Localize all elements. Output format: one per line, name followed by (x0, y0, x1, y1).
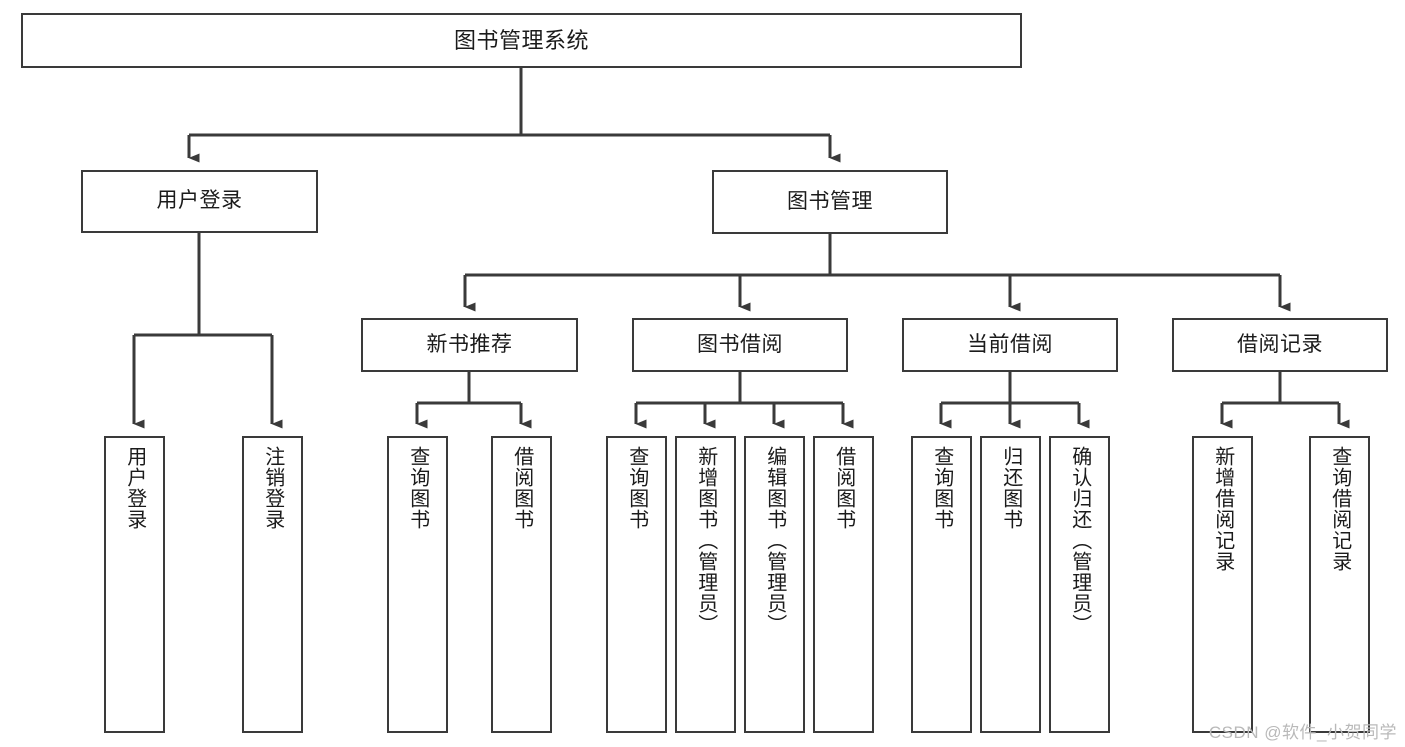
node-label: 归还图书 (999, 446, 1022, 530)
node-label: 用户登录 (123, 446, 146, 530)
node-book-borrow[interactable]: 图书借阅 (632, 318, 848, 372)
node-label: 图书借阅 (697, 332, 783, 356)
leaf-new-book-borrow[interactable]: 借阅图书 (491, 436, 552, 733)
node-label: 当前借阅 (967, 332, 1053, 356)
leaf-current-confirm-return[interactable]: 确认归还（管理员） (1049, 436, 1110, 733)
node-user-login[interactable]: 用户登录 (81, 170, 318, 233)
leaf-borrow-borrow-book[interactable]: 借阅图书 (813, 436, 874, 733)
leaf-borrow-query-book[interactable]: 查询图书 (606, 436, 667, 733)
node-label: 编辑图书（管理员） (763, 446, 786, 635)
node-label: 借阅记录 (1237, 332, 1323, 356)
node-root-system[interactable]: 图书管理系统 (21, 13, 1022, 68)
csdn-watermark: CSDN @软件_小贺同学 (1208, 723, 1397, 742)
node-label: 新增图书（管理员） (694, 446, 717, 635)
node-label: 查询图书 (406, 446, 429, 530)
node-book-management[interactable]: 图书管理 (712, 170, 948, 234)
leaf-borrow-add-book[interactable]: 新增图书（管理员） (675, 436, 736, 733)
node-new-book-recommend[interactable]: 新书推荐 (361, 318, 578, 372)
leaf-current-return-book[interactable]: 归还图书 (980, 436, 1041, 733)
node-label: 确认归还（管理员） (1068, 446, 1091, 635)
node-label: 借阅图书 (832, 446, 855, 530)
leaf-record-add[interactable]: 新增借阅记录 (1192, 436, 1253, 733)
node-label: 借阅图书 (510, 446, 533, 530)
node-current-borrow[interactable]: 当前借阅 (902, 318, 1118, 372)
leaf-borrow-edit-book[interactable]: 编辑图书（管理员） (744, 436, 805, 733)
node-label: 查询借阅记录 (1328, 446, 1351, 572)
node-label: 新书推荐 (426, 332, 513, 356)
node-label: 查询图书 (625, 446, 648, 530)
node-label: 图书管理 (787, 189, 873, 213)
node-label: 查询图书 (930, 446, 953, 530)
node-borrow-record[interactable]: 借阅记录 (1172, 318, 1388, 372)
node-label: 用户登录 (156, 189, 243, 213)
node-label: 注销登录 (261, 446, 284, 530)
node-label: 图书管理系统 (453, 27, 589, 53)
node-label: 新增借阅记录 (1211, 446, 1234, 572)
leaf-user-login-logout[interactable]: 注销登录 (242, 436, 303, 733)
leaf-current-query-book[interactable]: 查询图书 (911, 436, 972, 733)
leaf-record-query[interactable]: 查询借阅记录 (1309, 436, 1370, 733)
leaf-user-login-login[interactable]: 用户登录 (104, 436, 165, 733)
leaf-new-book-query[interactable]: 查询图书 (387, 436, 448, 733)
